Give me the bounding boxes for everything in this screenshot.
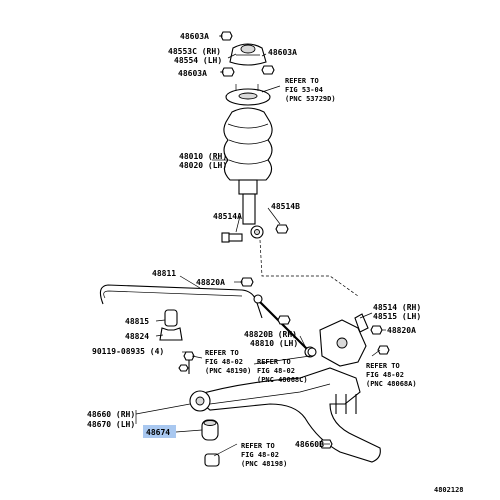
svg-text:(PNC 48068A): (PNC 48068A)	[366, 380, 417, 388]
figure-id: 4802128	[434, 486, 464, 494]
refer-to-note[interactable]: REFER TO FIG 53-04 (PNC 53729D)	[285, 77, 336, 103]
highlight-box	[143, 425, 176, 438]
part-label-48603a[interactable]: 48603A	[268, 48, 297, 57]
mount-plate-icon	[225, 84, 271, 106]
bolt-icon	[221, 232, 243, 243]
refer-to-note[interactable]: REFER TO FIG 48-02 (PNC 48190)	[205, 349, 251, 375]
svg-text:REFER TO: REFER TO	[241, 442, 275, 450]
bushing-icon	[201, 419, 219, 441]
svg-text:REFER TO: REFER TO	[205, 349, 239, 357]
part-label-48514[interactable]: 48514 (RH)	[373, 303, 421, 312]
part-label-48660[interactable]: 48660 (RH)	[87, 410, 135, 419]
part-label-48603a[interactable]: 48603A	[180, 32, 209, 41]
bolt-icon	[178, 364, 189, 372]
part-label-48603a[interactable]: 48603A	[178, 69, 207, 78]
part-label-48670[interactable]: 48670 (LH)	[87, 420, 135, 429]
lower-control-arm-icon	[189, 367, 381, 463]
part-label-48810[interactable]: 48810 (LH)	[250, 339, 298, 348]
bushing-icon	[159, 309, 183, 341]
part-label-48824[interactable]: 48824	[125, 332, 149, 341]
refer-to-note[interactable]: REFER TO FIG 48-02 (PNC 48068C)	[257, 358, 308, 384]
part-label-48020[interactable]: 48020 (LH)	[179, 161, 227, 170]
svg-text:REFER TO: REFER TO	[366, 362, 400, 370]
nut-icon	[261, 65, 275, 75]
part-label-48820b[interactable]: 48820B (RH)	[244, 330, 297, 339]
refer-to-note[interactable]: REFER TO FIG 48-02 (PNC 48198)	[241, 442, 287, 468]
svg-text:FIG 48-02: FIG 48-02	[257, 367, 295, 375]
svg-text:FIG 48-02: FIG 48-02	[205, 358, 243, 366]
part-label-90119-08935[interactable]: 90119-08935 (4)	[92, 347, 164, 356]
knuckle-bracket-icon	[307, 313, 369, 367]
svg-text:FIG 48-02: FIG 48-02	[241, 451, 279, 459]
stabilizer-link-icon	[240, 277, 316, 358]
part-label-48815[interactable]: 48815	[125, 317, 149, 326]
svg-text:REFER TO: REFER TO	[257, 358, 291, 366]
refer-to-note[interactable]: REFER TO FIG 48-02 (PNC 48068A)	[366, 362, 417, 388]
air-spring-shock-icon	[223, 107, 273, 239]
part-label-48674[interactable]: 48674	[146, 428, 170, 437]
part-label-48514a[interactable]: 48514A	[213, 212, 242, 221]
stabilizer-bar-icon	[99, 284, 263, 319]
nut-icon	[204, 453, 220, 467]
part-label-48010[interactable]: 48010 (RH)	[179, 152, 227, 161]
bolt-icon	[377, 345, 390, 355]
bolt-icon	[183, 351, 195, 374]
svg-text:REFER TO: REFER TO	[285, 77, 319, 85]
part-label-48515[interactable]: 48515 (LH)	[373, 312, 421, 321]
svg-text:(PNC 53729D): (PNC 53729D)	[285, 95, 336, 103]
svg-text:FIG 48-02: FIG 48-02	[366, 371, 404, 379]
svg-text:(PNC 48190): (PNC 48190)	[205, 367, 251, 375]
upper-support-icon	[229, 43, 267, 66]
part-label-48820a[interactable]: 48820A	[196, 278, 225, 287]
part-label-48514b[interactable]: 48514B	[271, 202, 300, 211]
part-label-48554[interactable]: 48554 (LH)	[174, 56, 222, 65]
svg-text:FIG 53-04: FIG 53-04	[285, 86, 323, 94]
part-label-48811[interactable]: 48811	[152, 269, 176, 278]
nut-icon	[275, 224, 289, 234]
bolt-icon	[370, 325, 383, 335]
part-label-48553c[interactable]: 48553C (RH)	[168, 47, 221, 56]
svg-text:(PNC 48068C): (PNC 48068C)	[257, 376, 308, 384]
part-label-48660b[interactable]: 48660B	[295, 440, 324, 449]
part-label-48820a[interactable]: 48820A	[387, 326, 416, 335]
svg-text:(PNC 48198): (PNC 48198)	[241, 460, 287, 468]
